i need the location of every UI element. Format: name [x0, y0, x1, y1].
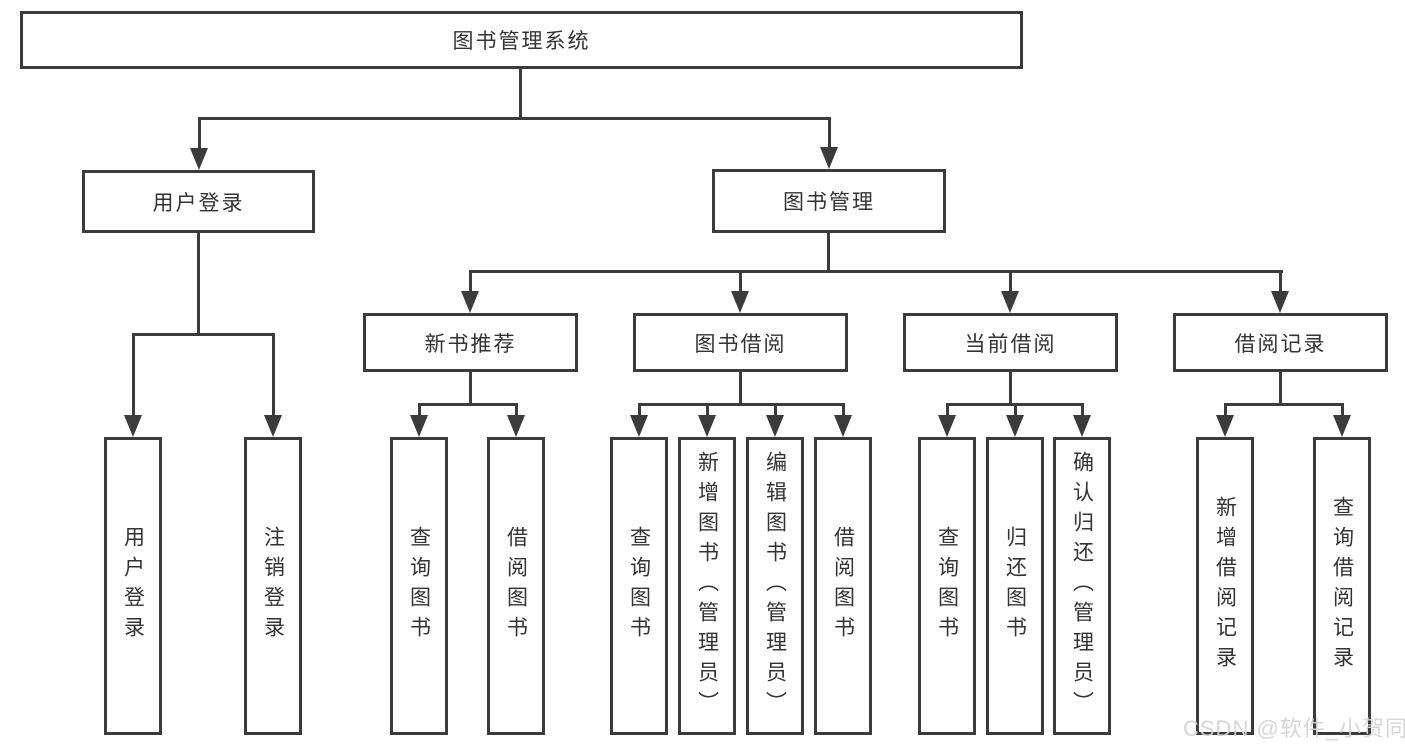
node-new-books: 新书推荐	[363, 313, 578, 372]
arrow-down-icon	[698, 415, 716, 437]
arrow-down-icon	[1001, 291, 1019, 313]
arrow-down-icon	[124, 415, 142, 437]
connector-new-books-stem	[469, 372, 472, 406]
arrow-down-icon	[834, 415, 852, 437]
connector-drop	[418, 403, 421, 417]
connector-drop	[706, 403, 709, 417]
leaf-label: 新增图书（管理员）	[695, 451, 719, 721]
leaf-confirm-return-admin: 确认归还（管理员）	[1053, 437, 1111, 735]
leaf-label: 确认归还（管理员）	[1070, 451, 1094, 721]
leaf-label: 查询借阅记录	[1330, 496, 1354, 676]
leaf-label: 编辑图书（管理员）	[763, 451, 787, 721]
arrow-down-icon	[461, 291, 479, 313]
arrow-down-icon	[1073, 415, 1091, 437]
leaf-add-borrow-record: 新增借阅记录	[1196, 437, 1254, 735]
connector-drop-book-borrow	[739, 270, 742, 293]
connector-book-borrow-stem	[739, 372, 742, 406]
arrow-down-icon	[507, 415, 525, 437]
connector-drop	[774, 403, 777, 417]
node-root-system: 图书管理系统	[20, 11, 1023, 69]
leaf-label: 注销登录	[261, 526, 285, 646]
connector-drop	[515, 403, 518, 417]
csdn-watermark: CSDN @软件_小贺同学	[1183, 716, 1405, 741]
connector-book-mgmt-split	[469, 270, 1283, 273]
arrow-down-icon	[264, 415, 282, 437]
leaf-label: 查询图书	[407, 526, 431, 646]
arrow-down-icon	[1271, 291, 1289, 313]
leaf-edit-books-admin: 编辑图书（管理员）	[746, 437, 804, 735]
leaf-query-books-current: 查询图书	[918, 437, 976, 735]
leaf-label: 归还图书	[1003, 526, 1027, 646]
node-book-mgmt: 图书管理	[712, 169, 946, 233]
arrow-down-icon	[1006, 415, 1024, 437]
node-user-login: 用户登录	[82, 170, 315, 233]
connector-user-login-split	[132, 333, 275, 336]
arrow-down-icon	[938, 415, 956, 437]
connector-drop-leaf-logout	[272, 333, 275, 417]
connector-drop-current-borrow	[1009, 270, 1012, 293]
connector-drop-new-books	[469, 270, 472, 293]
connector-new-books-split	[418, 403, 518, 406]
arrow-down-icon	[766, 415, 784, 437]
arrow-down-icon	[190, 148, 208, 170]
arrow-down-icon	[1216, 415, 1234, 437]
connector-drop	[1224, 403, 1227, 417]
connector-drop-leaf-login	[132, 333, 135, 417]
connector-user-login-stem	[197, 233, 200, 335]
connector-drop-user-login	[198, 117, 201, 148]
arrow-down-icon	[1333, 415, 1351, 437]
leaf-borrow-books-newbooks: 借阅图书	[487, 437, 545, 735]
connector-drop-borrow-records	[1279, 270, 1282, 293]
connector-root-stem	[519, 69, 522, 118]
arrow-down-icon	[731, 291, 749, 313]
node-borrow-records: 借阅记录	[1173, 313, 1388, 372]
arrow-down-icon	[410, 415, 428, 437]
leaf-query-books-newbooks: 查询图书	[390, 437, 448, 735]
leaf-label: 用户登录	[121, 526, 145, 646]
connector-drop	[1081, 403, 1084, 417]
node-current-borrow: 当前借阅	[903, 313, 1118, 372]
connector-drop	[638, 403, 641, 417]
connector-root-split	[198, 117, 831, 120]
leaf-label: 借阅图书	[504, 526, 528, 646]
connector-drop	[946, 403, 949, 417]
leaf-label: 查询图书	[935, 526, 959, 646]
connector-borrow-records-split	[1224, 403, 1344, 406]
arrow-down-icon	[820, 147, 838, 169]
connector-drop-book-mgmt	[828, 117, 831, 147]
connector-borrow-records-stem	[1279, 372, 1282, 406]
leaf-query-books-borrow: 查询图书	[610, 437, 668, 735]
leaf-query-borrow-record: 查询借阅记录	[1313, 437, 1371, 735]
leaf-return-books: 归还图书	[986, 437, 1044, 735]
connector-drop	[1014, 403, 1017, 417]
leaf-label: 借阅图书	[831, 526, 855, 646]
connector-book-mgmt-stem	[827, 233, 830, 273]
connector-current-borrow-stem	[1009, 372, 1012, 406]
connector-book-borrow-split	[638, 403, 845, 406]
arrow-down-icon	[630, 415, 648, 437]
connector-drop	[842, 403, 845, 417]
leaf-user-login: 用户登录	[104, 437, 162, 735]
leaf-label: 新增借阅记录	[1213, 496, 1237, 676]
leaf-add-books-admin: 新增图书（管理员）	[678, 437, 736, 735]
leaf-logout: 注销登录	[244, 437, 302, 735]
leaf-borrow-books-borrow: 借阅图书	[814, 437, 872, 735]
node-book-borrow: 图书借阅	[633, 313, 848, 372]
connector-drop	[1341, 403, 1344, 417]
leaf-label: 查询图书	[627, 526, 651, 646]
